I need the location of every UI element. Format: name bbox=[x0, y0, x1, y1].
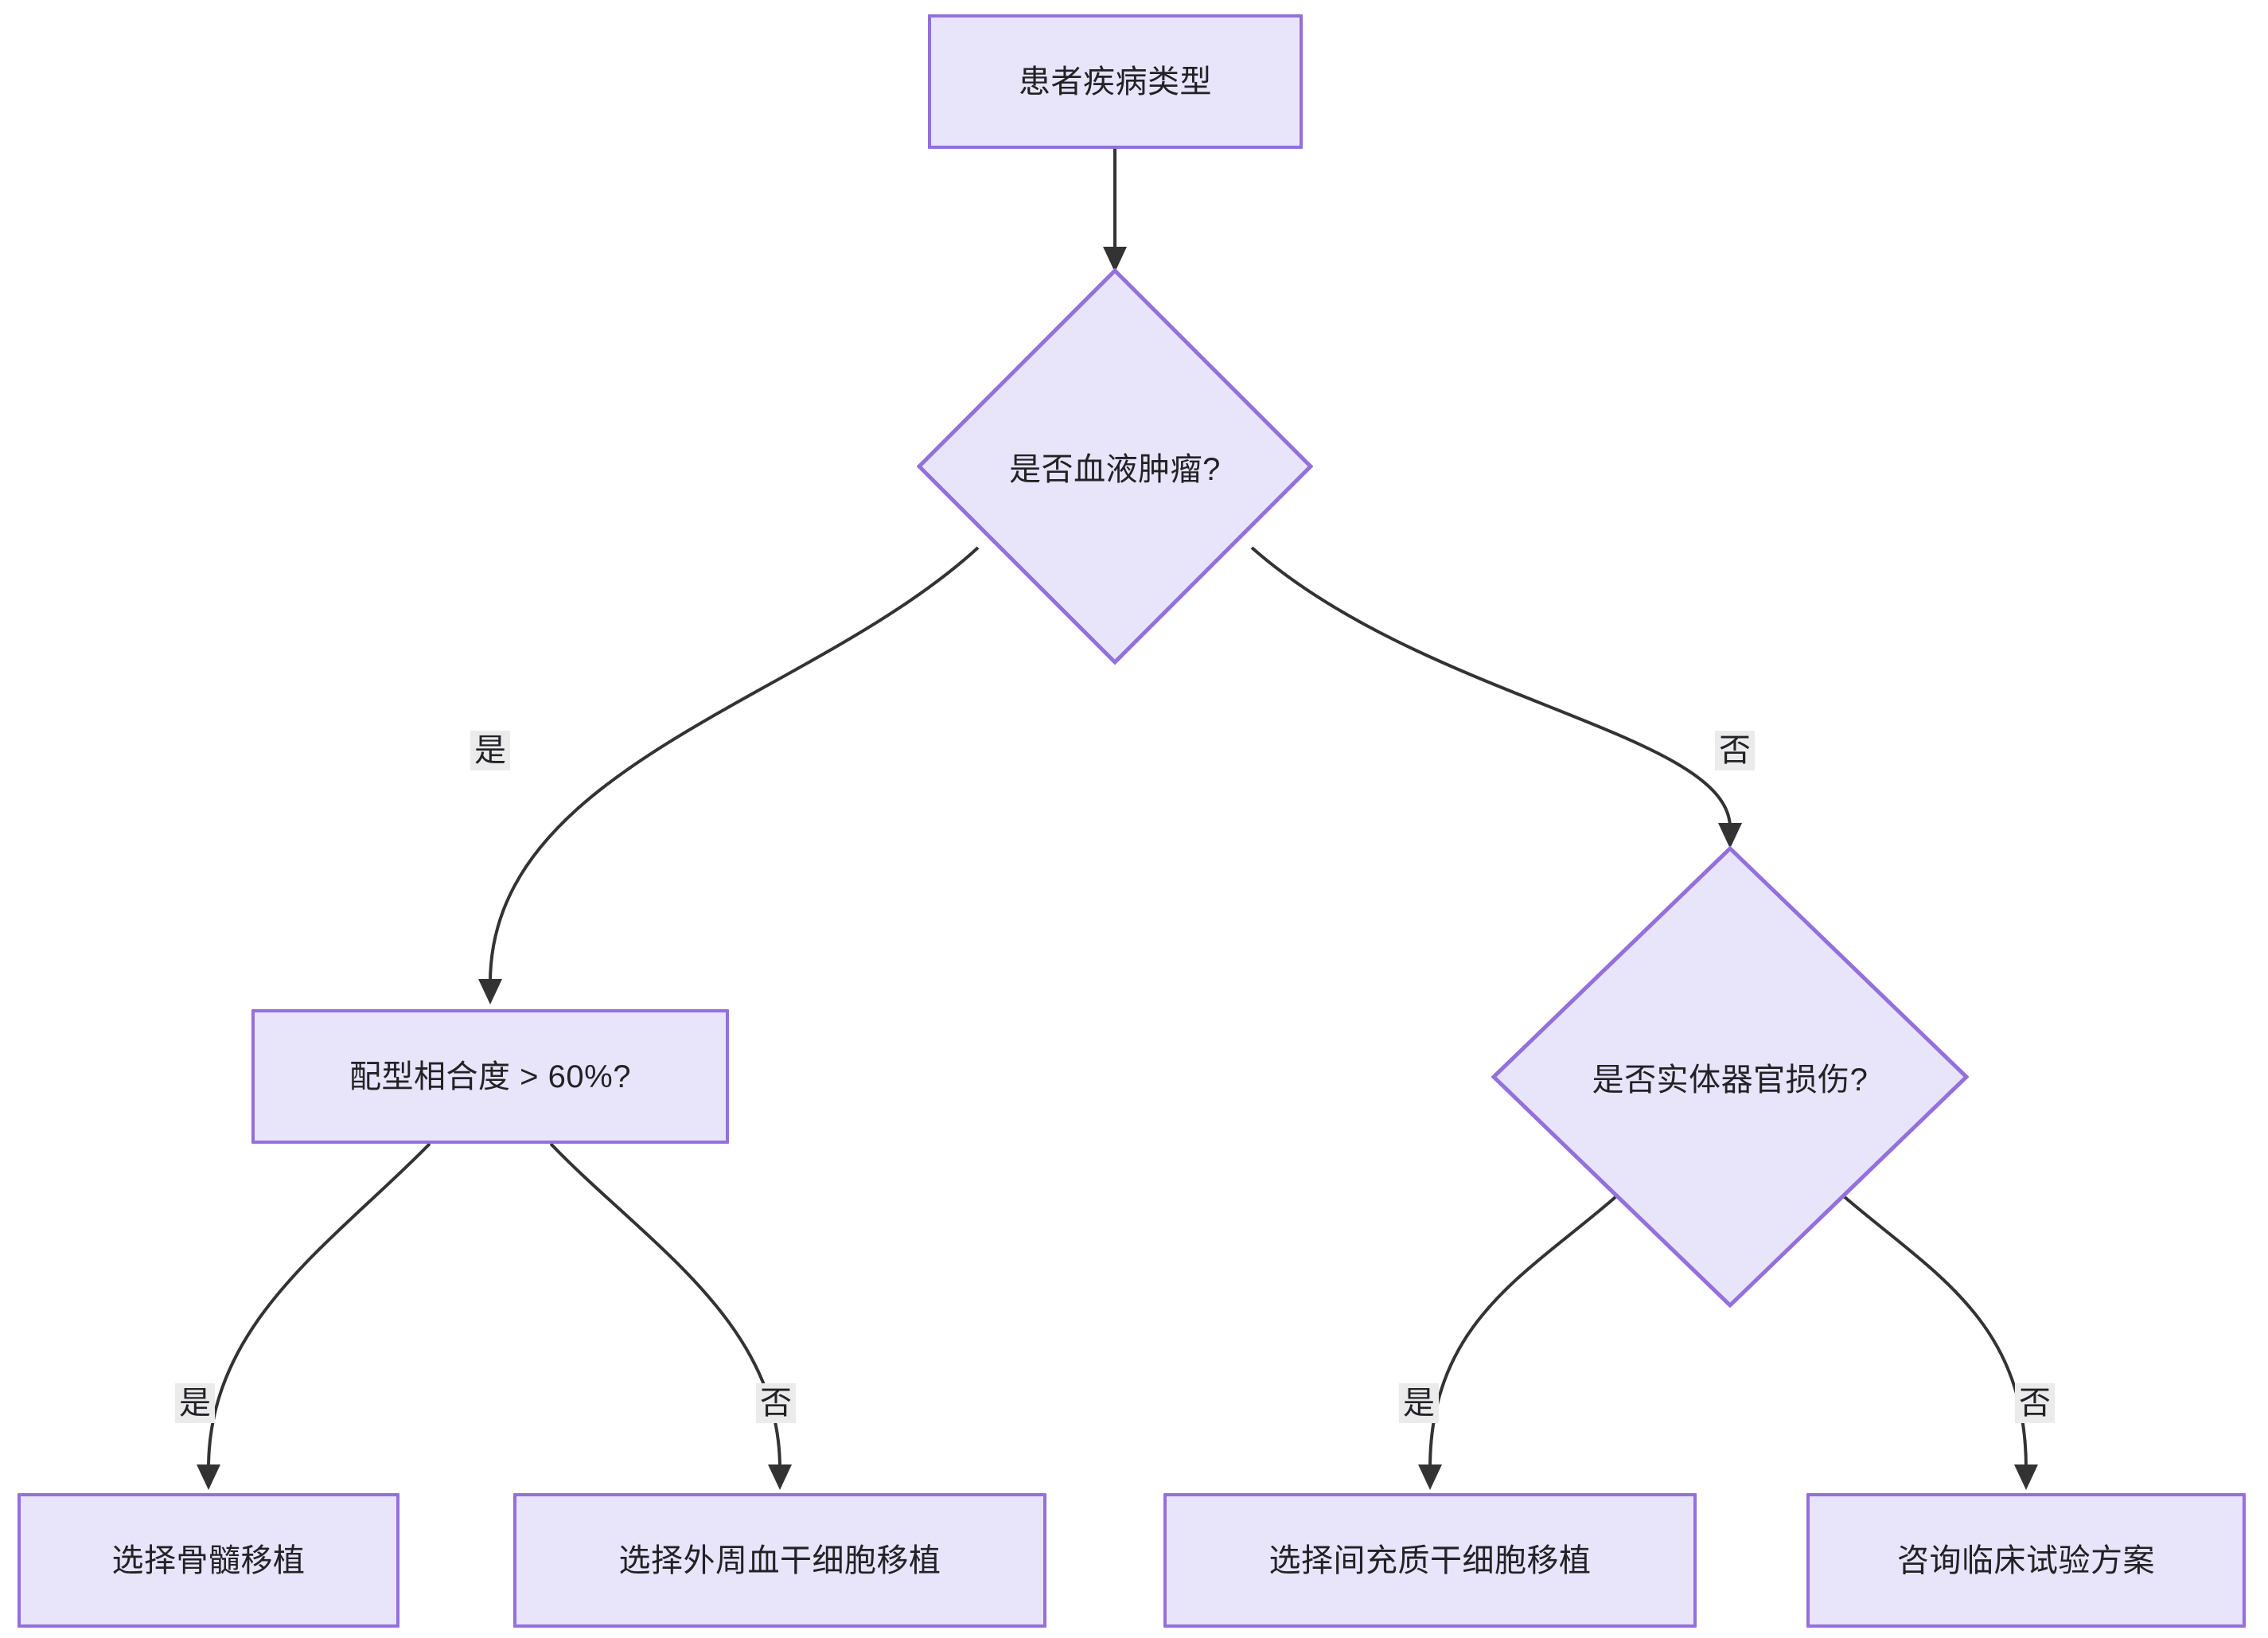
node-peripheral-blood-transplant-label: 选择外周血干细胞移植 bbox=[618, 1542, 941, 1578]
edge-d1-to-d2 bbox=[489, 546, 980, 984]
node-decision-organ-damage-label: 是否实体器官损伤? bbox=[1592, 1063, 1869, 1098]
arrow-head-d3-to-leaf4 bbox=[2014, 1464, 2038, 1490]
edge-label-d3-no: 否 bbox=[2015, 1383, 2055, 1423]
diamond-shape bbox=[1491, 846, 1969, 1308]
edge-label-d1-yes: 是 bbox=[470, 731, 510, 770]
node-root[interactable]: 患者疾病类型 bbox=[928, 14, 1303, 149]
arrow-head-d2-to-leaf1 bbox=[197, 1464, 220, 1490]
edge-label-d2-yes: 是 bbox=[175, 1383, 215, 1423]
edge-d2-to-leaf2 bbox=[549, 1142, 781, 1469]
edge-d1-to-d3 bbox=[1250, 546, 1732, 829]
node-decision-blood-tumor[interactable]: 是否血液肿瘤? bbox=[917, 268, 1313, 665]
node-clinical-trial-consult[interactable]: 咨询临床试验方案 bbox=[1806, 1493, 2246, 1628]
node-peripheral-blood-transplant[interactable]: 选择外周血干细胞移植 bbox=[513, 1493, 1046, 1628]
edge-label-d3-yes: 是 bbox=[1399, 1383, 1439, 1423]
arrow-head-d1-to-d2 bbox=[478, 979, 502, 1004]
edge-label-d2-no: 否 bbox=[756, 1383, 796, 1423]
node-bone-marrow-transplant-label: 选择骨髓移植 bbox=[111, 1542, 306, 1578]
node-root-label: 患者疾病类型 bbox=[1019, 64, 1212, 99]
node-match-rate[interactable]: 配型相合度 > 60%? bbox=[251, 1009, 729, 1144]
node-decision-blood-tumor-label: 是否血液肿瘤? bbox=[1009, 452, 1221, 487]
edge-d2-to-leaf1 bbox=[207, 1142, 431, 1469]
node-clinical-trial-consult-label: 咨询临床试验方案 bbox=[1897, 1542, 2155, 1578]
edge-label-d1-no: 否 bbox=[1715, 731, 1755, 770]
node-decision-organ-damage[interactable]: 是否实体器官损伤? bbox=[1491, 846, 1969, 1308]
node-mesenchymal-transplant-label: 选择间充质干细胞移植 bbox=[1268, 1542, 1592, 1578]
arrow-head-d3-to-leaf3 bbox=[1418, 1464, 1442, 1490]
node-match-rate-label: 配型相合度 > 60%? bbox=[349, 1059, 631, 1094]
diamond-shape bbox=[917, 268, 1313, 665]
arrow-head-d1-to-d3 bbox=[1718, 823, 1742, 848]
node-bone-marrow-transplant[interactable]: 选择骨髓移植 bbox=[18, 1493, 399, 1628]
arrow-head-d2-to-leaf2 bbox=[768, 1464, 792, 1490]
node-mesenchymal-transplant[interactable]: 选择间充质干细胞移植 bbox=[1163, 1493, 1697, 1628]
